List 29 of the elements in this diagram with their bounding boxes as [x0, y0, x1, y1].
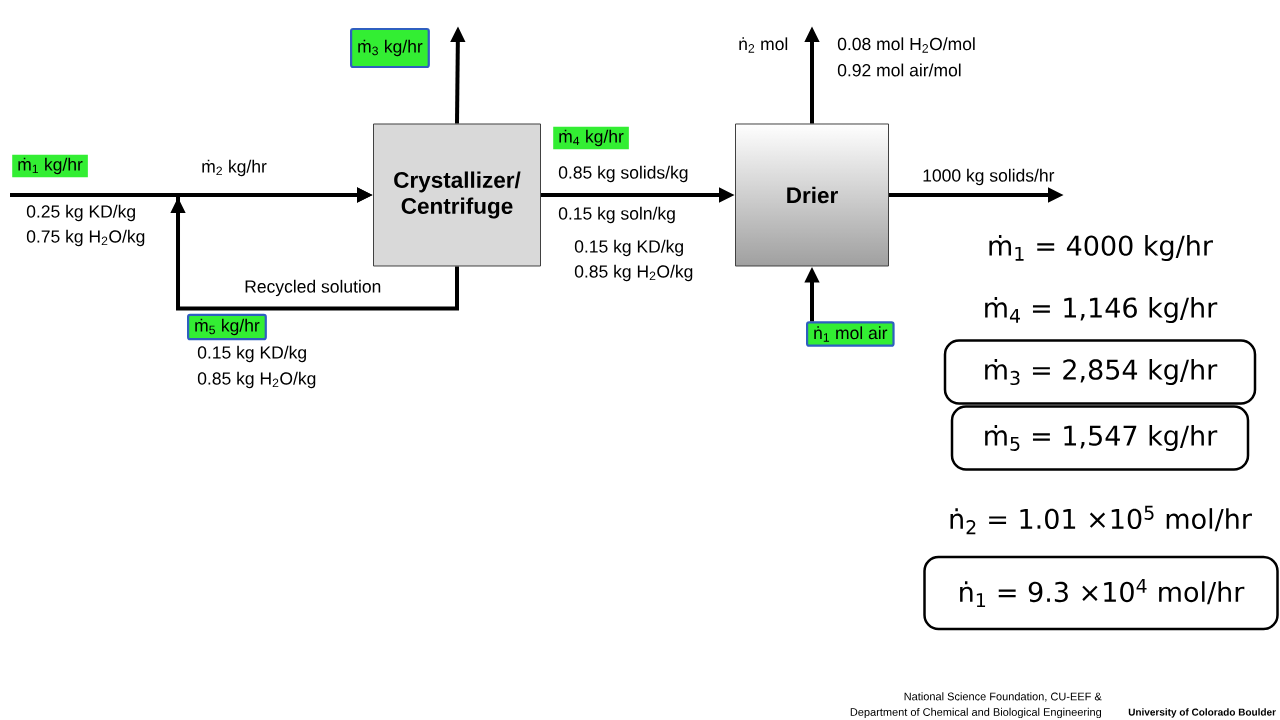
composition-label: 0.25 kg KD/kg: [26, 204, 135, 222]
process-box: Crystallizer/ Centrifuge: [373, 123, 541, 267]
stream-label: ṅ$_{2}$ mol: [739, 37, 788, 53]
composition-label: 0.85 kg H$_{2}$O/kg: [197, 371, 316, 389]
process-box: Drier: [735, 123, 889, 267]
composition-label: 0.85 kg solids/kg: [558, 165, 688, 183]
recycle-arrow: [170, 187, 459, 311]
boxed-answer: ṁ$_{5}$ = 1,547 kg/hr: [950, 405, 1250, 471]
boxed-answer: ṅ$_{1}$ = 9.3 ×10$^{4}$ mol/hr: [923, 555, 1279, 631]
stream-label: ṁ$_{2}$ kg/hr: [202, 159, 267, 177]
composition-label: 0.15 kg soln/kg: [558, 206, 675, 224]
composition-label: 0.75 kg H$_{2}$O/kg: [26, 229, 145, 247]
composition-label: 0.15 kg KD/kg: [574, 239, 683, 257]
edge-label: 1000 kg solids/hr: [921, 167, 1056, 187]
handwritten-equation: ṁ$_{1}$ = 4000 kg/hr: [989, 234, 1213, 262]
boxed-answer: ṁ$_{3}$ = 2,854 kg/hr: [943, 339, 1257, 405]
stream-label: ṁ$_{5}$ kg/hr: [187, 313, 267, 341]
credit-text: Department of Chemical and Biological Engineering: [850, 707, 1102, 719]
composition-label: 0.85 kg H$_{2}$O/kg: [574, 264, 693, 282]
stream-label: ṁ$_{1}$ kg/hr: [12, 154, 88, 178]
credit-text: National Science Foundation, CU-EEF &: [904, 692, 1102, 702]
stream-label: ṁ$_{4}$ kg/hr: [553, 126, 629, 150]
composition-label: 0.08 mol H$_{2}$O/mol: [837, 37, 975, 53]
composition-label: 0.92 mol air/mol: [837, 63, 961, 77]
credit-text: University of Colorado Boulder: [1128, 708, 1276, 718]
stream-label: ṁ$_{3}$ kg/hr: [350, 27, 430, 69]
stream-label: ṅ$_{1}$ mol air: [806, 321, 895, 347]
stream-label: Recycled solution: [245, 279, 381, 297]
handwritten-equation: ṅ$_{2}$ = 1.01 ×10$^{5}$ mol/hr: [950, 505, 1252, 535]
